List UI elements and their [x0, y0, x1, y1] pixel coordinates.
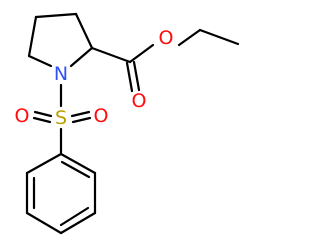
double-bond-carbonyl-a: [125, 61, 134, 93]
ester-oxygen-label: O: [159, 27, 174, 49]
double-bond-s-o-right-a: [70, 110, 91, 118]
bond-ester-o-ch2: [177, 28, 202, 47]
sulfur-atom-label: S: [55, 107, 67, 129]
phenyl-bond-1: [59, 152, 97, 175]
bond-c2-carbonyl-c: [90, 46, 132, 64]
ring-bond-c4-c5: [27, 15, 38, 58]
ring-bond-c2-n: [69, 46, 94, 68]
ring-bond-c3-c2: [74, 12, 94, 50]
double-bond-s-o-right-b: [71, 116, 92, 124]
structure-canvas: N S O O O O: [14, 12, 240, 235]
sulfonyl-oxygen-left-label: O: [15, 105, 30, 127]
phenyl-inner-double-1: [60, 160, 91, 179]
phenyl-bond-4: [25, 211, 63, 235]
sulfonyl-oxygen-right-label: O: [94, 105, 109, 127]
double-bond-s-o-left-b: [32, 116, 52, 124]
phenyl-bond-6: [25, 152, 63, 175]
nitrogen-atom-label: N: [54, 63, 68, 85]
phenyl-bond-3: [59, 211, 97, 235]
molecule-drawing: N S O O O O: [15, 12, 240, 235]
phenyl-inner-double-2: [59, 206, 90, 227]
double-bond-carbonyl-b: [132, 60, 141, 92]
ring-bond-c5-n: [27, 54, 53, 68]
carbonyl-oxygen-label: O: [132, 90, 147, 112]
bond-carbonyl-c-ester-o: [128, 43, 155, 64]
bond-ch2-ch3: [198, 28, 240, 46]
double-bond-s-o-left-a: [33, 110, 53, 118]
ring-bond-c3-c4: [34, 12, 78, 19]
